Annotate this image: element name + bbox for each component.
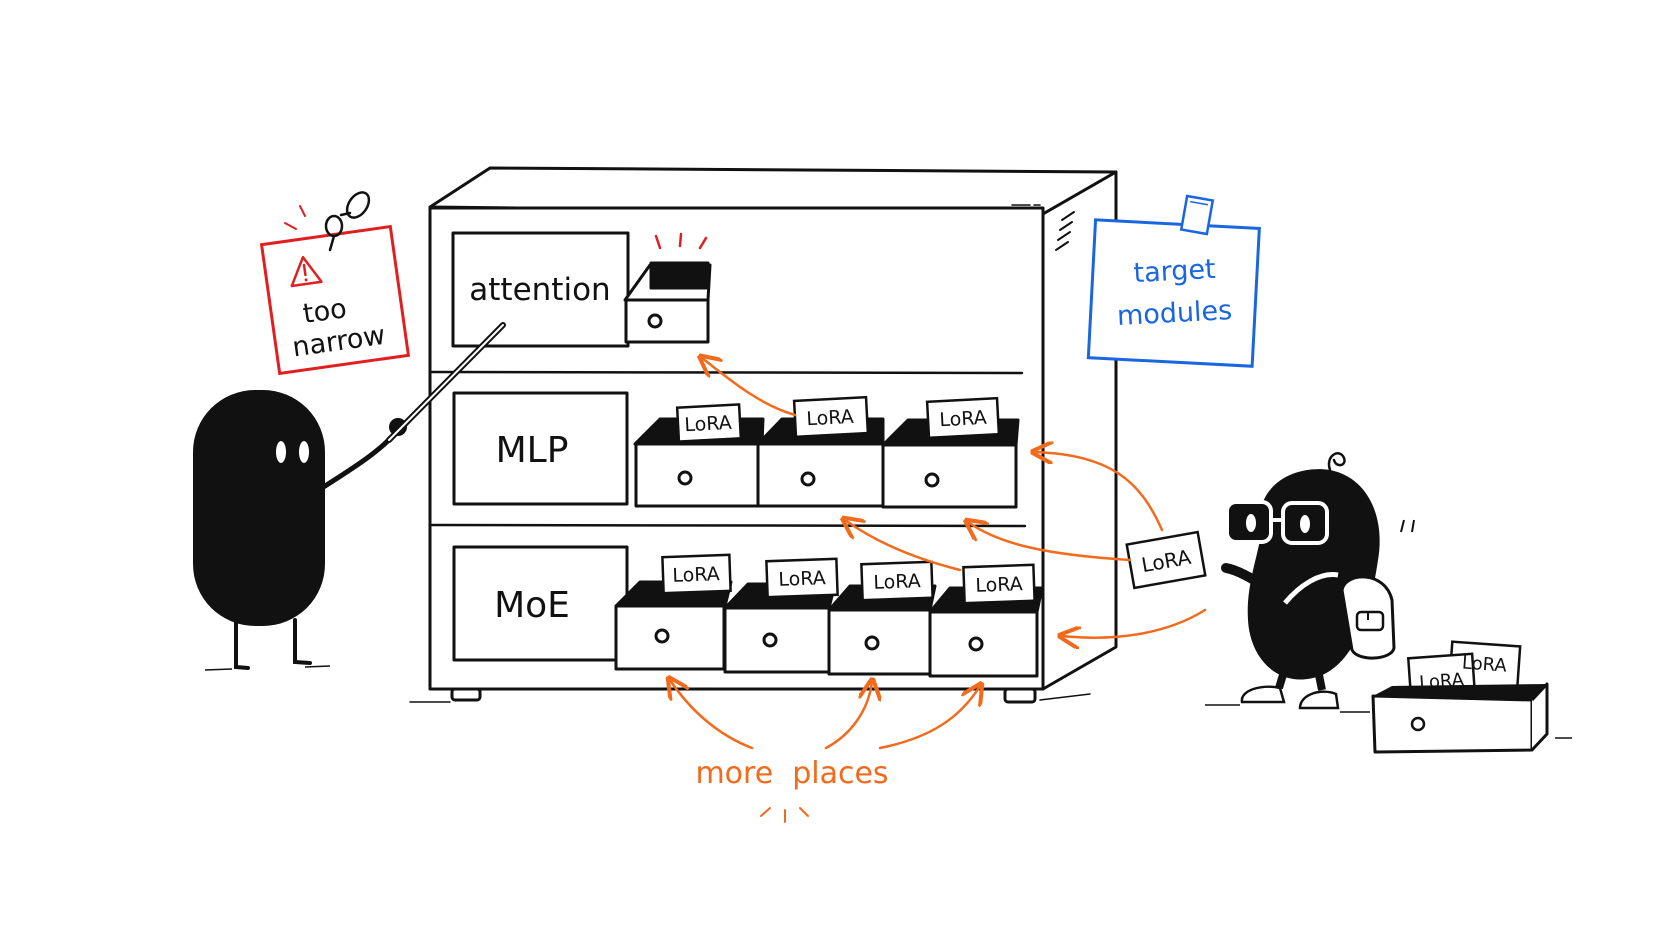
lora-card bbox=[765, 557, 839, 599]
row-label-attention: attention bbox=[469, 272, 610, 308]
lora-box bbox=[1371, 640, 1572, 754]
lora-card bbox=[661, 553, 732, 595]
lora-card bbox=[962, 563, 1036, 605]
lora-card-label: LoRA bbox=[873, 570, 921, 594]
warning-note bbox=[259, 224, 411, 376]
lora-card-label: LoRA bbox=[975, 573, 1023, 597]
lora-card-label: LoRA bbox=[939, 407, 987, 431]
held-lora-card bbox=[1125, 530, 1207, 590]
box-card-front-label: LoRA bbox=[1419, 669, 1466, 693]
attention-panel bbox=[451, 231, 630, 348]
arrow-moe-to-mlp bbox=[845, 520, 962, 572]
lora-card-label: LoRA bbox=[672, 563, 720, 587]
arrow-to-moe bbox=[1062, 608, 1207, 638]
caption-more-places: more places bbox=[695, 756, 888, 791]
moe-cards bbox=[661, 553, 1036, 605]
lora-card-label: LoRA bbox=[684, 412, 732, 436]
mlp-cards bbox=[675, 395, 1001, 443]
lora-card bbox=[925, 396, 1001, 440]
lora-card bbox=[860, 560, 934, 602]
pin-sparks bbox=[284, 205, 306, 230]
target-note bbox=[1086, 218, 1261, 368]
lora-card bbox=[792, 395, 870, 439]
backpack-icon bbox=[1340, 575, 1396, 660]
tape-icon bbox=[1179, 194, 1215, 236]
alert-sparks bbox=[654, 232, 708, 250]
lora-card-label: LoRA bbox=[806, 406, 854, 430]
pointer-stick bbox=[386, 322, 506, 443]
pushpin-icon bbox=[324, 191, 371, 252]
warning-text-line1: too bbox=[301, 293, 349, 330]
warning-icon bbox=[290, 255, 323, 288]
arrow-to-mlp-drawer-3 bbox=[1035, 452, 1164, 532]
arrow-more-places-1 bbox=[670, 680, 754, 750]
arrow-to-mlp-drawer-2 bbox=[968, 522, 1132, 562]
mlp-panel bbox=[452, 391, 629, 506]
arrow-to-attention bbox=[702, 358, 797, 417]
arrow-more-places-3 bbox=[878, 686, 980, 750]
student-character bbox=[1205, 452, 1415, 713]
lora-card-label: LoRA bbox=[778, 567, 826, 591]
teacher-character bbox=[193, 390, 407, 671]
row-label-moe: MoE bbox=[494, 585, 570, 626]
lora-card bbox=[675, 403, 743, 443]
row-label-mlp: MLP bbox=[496, 430, 569, 471]
attention-drawer bbox=[623, 261, 712, 344]
arrows bbox=[670, 358, 1207, 750]
caption-sparks bbox=[760, 807, 809, 823]
target-text-line1: target bbox=[1133, 254, 1217, 289]
target-text-line2: modules bbox=[1116, 295, 1233, 332]
box-card-back-label: LoRA bbox=[1461, 652, 1508, 676]
arrow-more-places-2 bbox=[824, 682, 872, 750]
